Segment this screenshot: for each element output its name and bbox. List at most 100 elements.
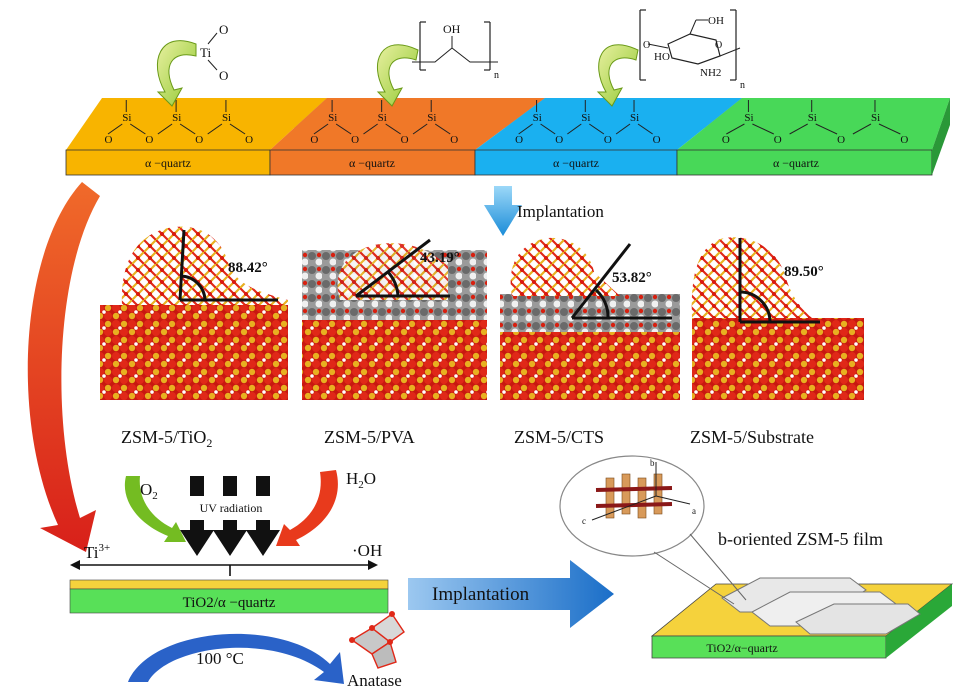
cts-oh-label: OH <box>708 15 724 27</box>
model-3-slab <box>500 330 680 400</box>
axis-c-label: c <box>582 516 586 526</box>
angle-label-1: 88.42° <box>228 260 268 276</box>
si-o-bond <box>107 123 123 135</box>
implantation-down-arrow <box>484 186 522 236</box>
angle-label-4: 89.50° <box>784 264 824 280</box>
tio2-layer <box>69 579 389 590</box>
cts-o-label: O <box>715 40 722 51</box>
zoom-inset: b a c <box>559 455 747 605</box>
panel-cts-front <box>474 149 678 176</box>
tio2-molecule: Ti O O <box>200 22 228 83</box>
implantation-bottom-label: Implantation <box>432 584 530 605</box>
model-2-slab <box>302 318 487 400</box>
o-atom-label: O <box>653 134 661 146</box>
film-label: b-oriented ZSM-5 film <box>718 529 883 549</box>
si-o-bond <box>637 123 653 135</box>
si-o-bond <box>815 123 838 135</box>
si-atom-label: Si <box>172 112 181 124</box>
cts-molecule: OH HO NH2 O O n <box>639 9 745 91</box>
implantation-right-arrow <box>408 560 614 628</box>
pva-n-label: n <box>494 70 499 81</box>
si-o-bond <box>615 123 631 135</box>
green-curved-arrow-2 <box>376 44 419 107</box>
o-atom-label: O <box>515 134 523 146</box>
si-atom-label: Si <box>427 112 436 124</box>
si-o-bond <box>752 123 775 135</box>
panel-tio2-top <box>66 98 327 150</box>
axis-a-label: a <box>692 506 696 516</box>
si-atom-label: Si <box>533 112 542 124</box>
model-zsm5-pva: 43.19° <box>302 238 487 400</box>
si-o-bond <box>518 123 533 135</box>
si-o-bond <box>878 123 901 135</box>
o-atom-label: O <box>837 134 845 146</box>
quartz-label-2: α −quartz <box>349 156 395 170</box>
model-caption-2: ZSM-5/PVA <box>324 427 415 447</box>
o-atom-label: O <box>195 134 203 146</box>
o-atom-label: O <box>145 134 153 146</box>
green-curved-arrow-3 <box>596 44 639 107</box>
model-1-slab <box>100 305 288 400</box>
si-o-bond <box>567 123 582 135</box>
o-atom-label: O <box>351 134 359 146</box>
model-4-droplet <box>691 237 812 318</box>
o2-label: O2 <box>140 480 158 502</box>
cts-n-label: n <box>740 80 745 91</box>
big-red-curved-arrow <box>27 182 100 552</box>
o-atom-label: O <box>104 134 112 146</box>
model-3-droplet <box>510 237 620 296</box>
h2o-label: H2O <box>346 469 376 491</box>
top-substrate-strip: α −quartz α −quartz α −quartz α −quartz … <box>65 98 950 176</box>
strip-side-face <box>932 98 950 175</box>
o-atom-label: O <box>604 134 612 146</box>
ti3-label: Ti3+ <box>84 542 110 562</box>
anneal-blue-arrow <box>128 633 344 684</box>
model-zsm5-cts: 53.82° <box>500 237 680 400</box>
h2o-red-arrow <box>276 470 338 546</box>
si-o-bond <box>335 123 352 135</box>
tio2-quartz-label: TiO2/α −quartz <box>183 595 276 611</box>
panel-pva-top <box>270 98 545 150</box>
si-o-bond <box>129 123 146 135</box>
model-zsm5-tio2: 88.42° <box>100 226 288 400</box>
si-atom-label: Si <box>222 112 231 124</box>
si-o-bond <box>589 123 605 135</box>
green-curved-arrow-1 <box>156 40 197 107</box>
o-atom-label: O <box>555 134 563 146</box>
model-zsm5-substrate: 89.50° <box>691 237 864 400</box>
quartz-label-4: α −quartz <box>773 156 819 170</box>
uv-radiation-label: UV radiation <box>200 501 263 515</box>
si-o-bond <box>540 123 556 135</box>
si-atom-label: Si <box>581 112 590 124</box>
si-o-bond <box>789 123 808 135</box>
si-o-bond <box>313 123 329 135</box>
quartz-substrate-bottom <box>69 588 389 614</box>
panel-pva-front <box>269 149 476 176</box>
si-o-bond <box>157 123 173 135</box>
panel-cts-top <box>475 98 742 150</box>
o-atom-label: O <box>245 134 253 146</box>
implantation-top-label: Implantation <box>517 202 604 221</box>
tio2-ti-label: Ti <box>200 45 211 60</box>
si-atom-label: Si <box>122 112 131 124</box>
film-substrate-label: TiO2/α−quartz <box>706 641 777 655</box>
si-o-bond <box>229 123 246 135</box>
cts-nh2-label: NH2 <box>700 67 721 79</box>
film-green-side <box>886 584 952 658</box>
pva-oh-label: OH <box>443 22 461 36</box>
quartz-label-3: α −quartz <box>553 156 599 170</box>
panel-substrate-front <box>676 149 933 176</box>
o-atom-label: O <box>774 134 782 146</box>
si-o-bond <box>179 123 196 135</box>
zsm5-crystals <box>721 577 921 635</box>
si-o-bond <box>207 123 223 135</box>
angle-label-2: 43.19° <box>420 250 460 266</box>
panel-tio2-front <box>65 149 271 176</box>
model-caption-1: ZSM-5/TiO2 <box>121 427 212 450</box>
o2-green-arrow <box>124 476 186 542</box>
o-atom-label: O <box>450 134 458 146</box>
angle-label-3: 53.82° <box>612 270 652 286</box>
si-o-bond <box>412 123 428 135</box>
